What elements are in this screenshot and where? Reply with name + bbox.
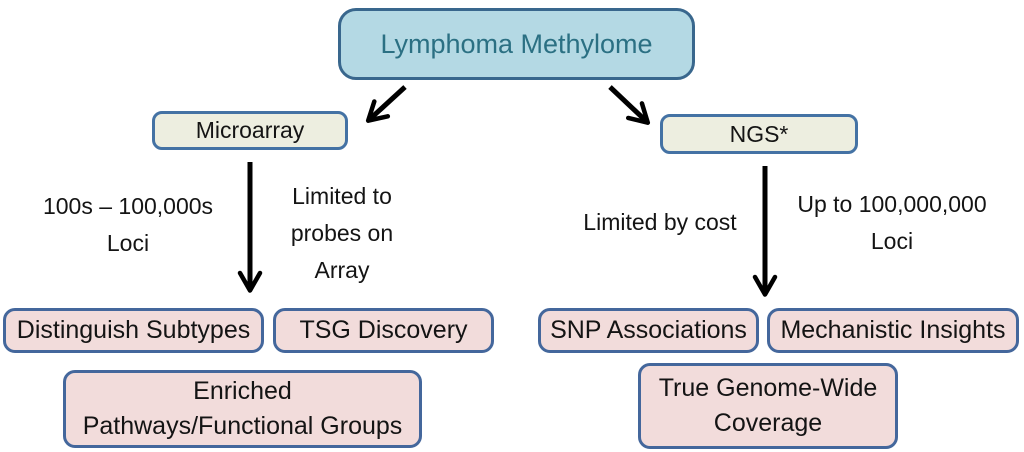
microarray-loci-note: 100s – 100,000s Loci <box>12 188 244 262</box>
microarray-limitation-line3: Array <box>314 257 370 283</box>
node-ngs: NGS* <box>660 114 858 154</box>
outcome-distinguish-label: Distinguish Subtypes <box>16 316 251 344</box>
outcome-enriched-line2: Pathways/Functional Groups <box>82 412 403 440</box>
microarray-loci-note-line2: Loci <box>106 230 150 256</box>
outcome-tsg-discovery: TSG Discovery <box>273 308 494 353</box>
outcome-distinguish-subtypes: Distinguish Subtypes <box>3 308 264 353</box>
ngs-limitation-line1: Limited by cost <box>583 209 737 235</box>
ngs-label: NGS* <box>729 120 789 147</box>
outcome-snp-label: SNP Associations <box>550 316 747 344</box>
ngs-loci-note-line2: Loci <box>870 228 914 254</box>
outcome-tsg-label: TSG Discovery <box>299 316 468 344</box>
outcome-genomewide-line2: Coverage <box>713 409 823 437</box>
outcome-mechanistic-label: Mechanistic Insights <box>780 316 1006 344</box>
ngs-loci-note: Up to 100,000,000 Loci <box>772 186 1012 260</box>
microarray-limitation-line1: Limited to <box>292 183 392 209</box>
node-microarray: Microarray <box>152 111 348 150</box>
microarray-label: Microarray <box>195 117 305 143</box>
outcome-genome-wide-coverage: True Genome-Wide Coverage <box>638 363 898 449</box>
root-node-label: Lymphoma Methylome <box>380 28 653 59</box>
branch-arrow-to-ngs <box>608 85 651 125</box>
ngs-loci-note-line1: Up to 100,000,000 <box>797 191 987 217</box>
microarray-limitation-line2: probes on <box>290 220 394 246</box>
outcome-genomewide-lines: True Genome-Wide Coverage <box>659 371 878 441</box>
outcome-enriched-pathways: Enriched Pathways/Functional Groups <box>63 370 422 448</box>
root-node-lymphoma-methylome: Lymphoma Methylome <box>338 8 695 80</box>
outcome-mechanistic-insights: Mechanistic Insights <box>767 308 1019 353</box>
branch-arrow-to-microarray <box>365 85 407 123</box>
microarray-limitation-note: Limited to probes on Array <box>266 178 418 289</box>
ngs-limitation-note: Limited by cost <box>560 204 760 241</box>
outcome-snp-associations: SNP Associations <box>538 308 759 353</box>
outcome-enriched-lines: Enriched Pathways/Functional Groups <box>83 374 403 444</box>
outcome-enriched-line1: Enriched <box>193 377 292 405</box>
outcome-genomewide-line1: True Genome-Wide <box>658 374 878 402</box>
microarray-loci-note-line1: 100s – 100,000s <box>42 193 214 219</box>
